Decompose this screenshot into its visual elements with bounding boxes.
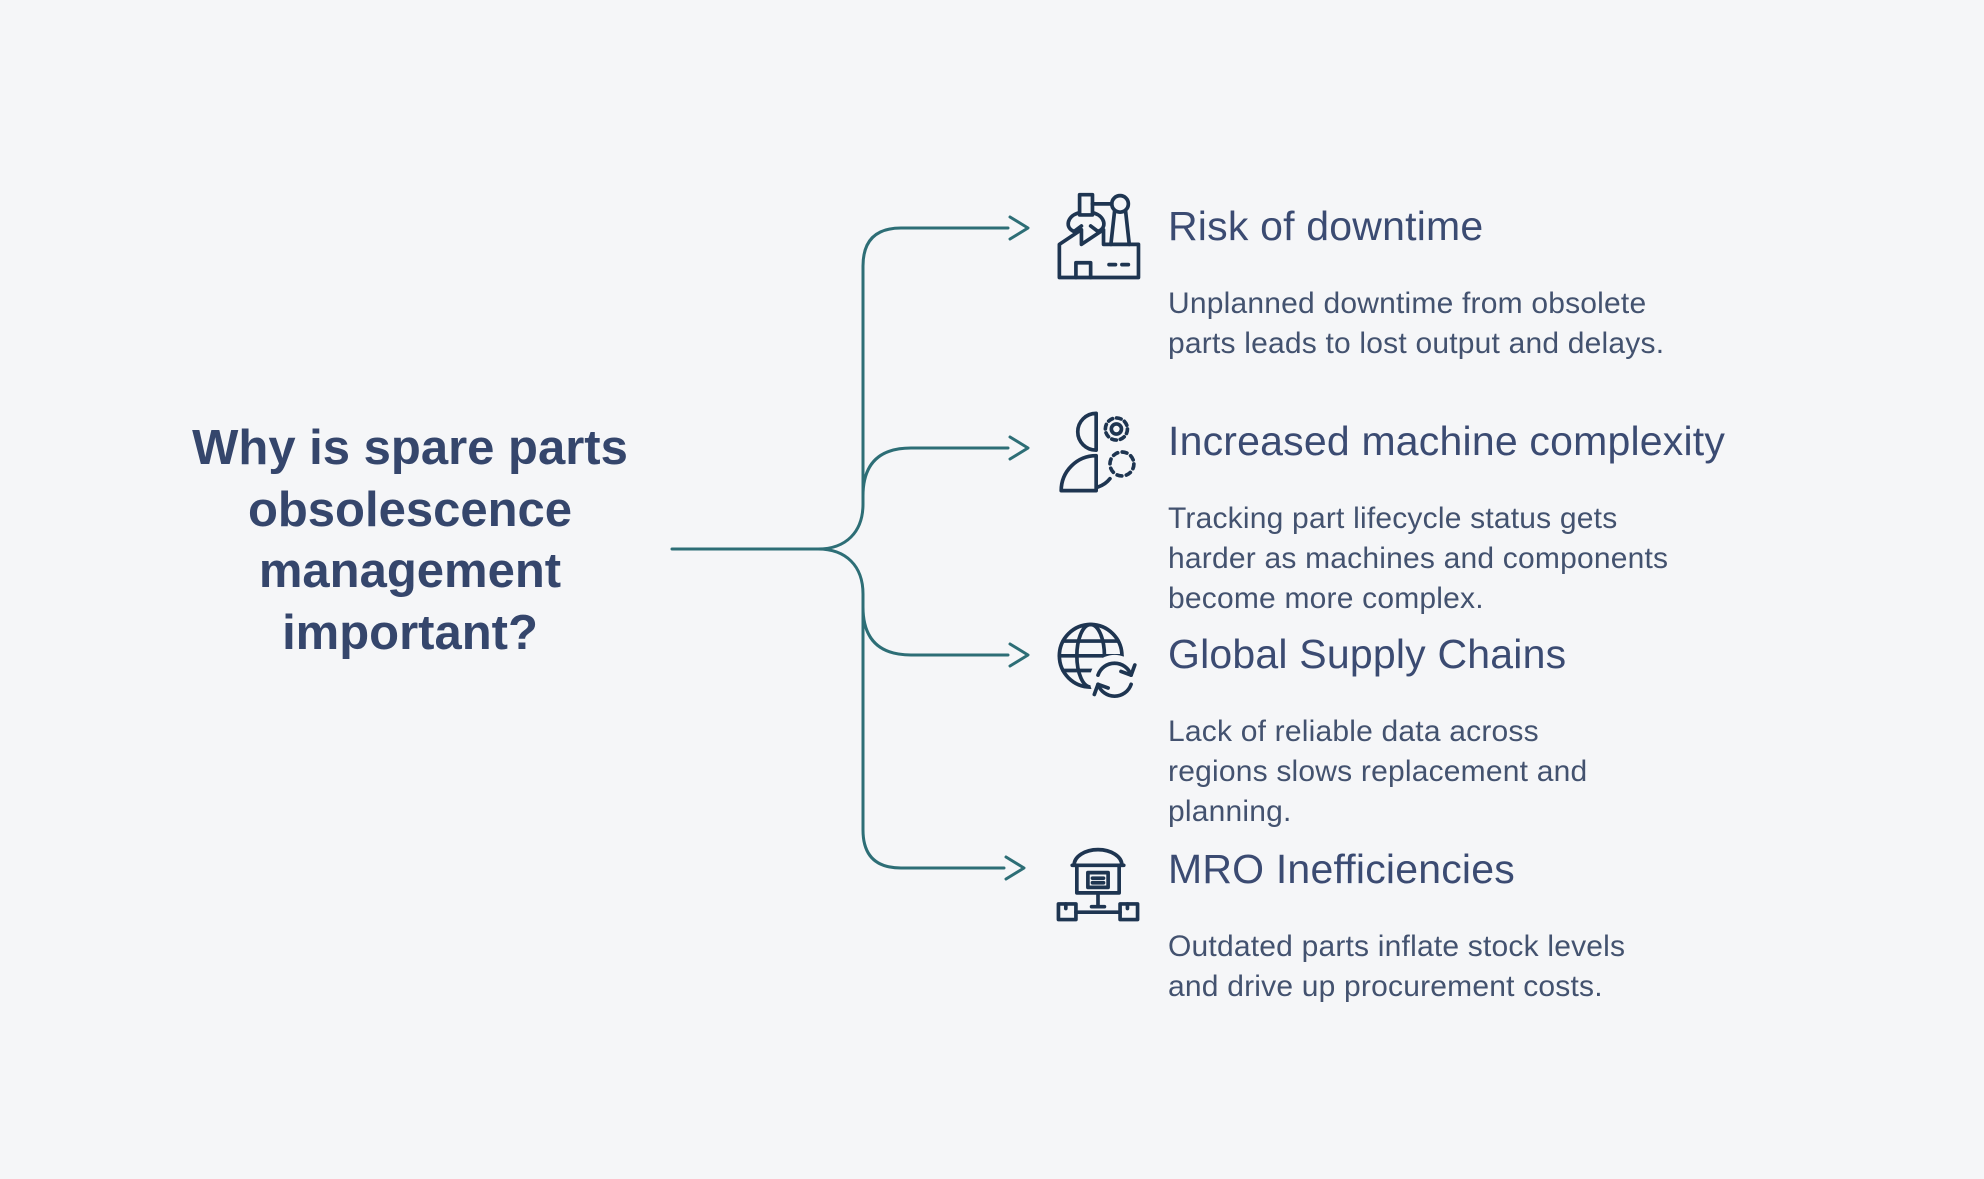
factory-robot-arm-icon — [1052, 191, 1144, 283]
person-gears-icon — [1052, 406, 1144, 498]
reason-description: Tracking part lifecycle status gets hard… — [1168, 502, 1669, 616]
warehouse-distribution-icon — [1052, 834, 1144, 926]
central-question: Why is spare parts obsolescence manageme… — [192, 421, 628, 661]
reason-title: Risk of downtime — [1168, 203, 1484, 249]
arrowhead-2 — [1008, 435, 1030, 461]
arrowhead-4 — [1004, 855, 1026, 881]
connector-branch-lower-mid — [861, 605, 1010, 657]
reason-item-mro-inefficiencies: MRO Inefficiencies Outdated parts inflat… — [1052, 828, 1812, 1007]
connector-branch-upper-mid — [861, 446, 1010, 498]
connector-branch-top — [816, 226, 1010, 551]
reason-item-global-supply-chains: Global Supply Chains Lack of reliable da… — [1052, 613, 1812, 833]
reason-item-risk-of-downtime: Risk of downtime Unplanned downtime from… — [1052, 185, 1812, 364]
arrowhead-1 — [1008, 215, 1030, 241]
reason-text-block: MRO Inefficiencies Outdated parts inflat… — [1168, 828, 1625, 1007]
reason-title: MRO Inefficiencies — [1168, 846, 1515, 892]
reason-description: Unplanned downtime from obsolete parts l… — [1168, 287, 1665, 361]
reason-text-block: Increased machine complexity Tracking pa… — [1168, 400, 1725, 620]
reason-text-block: Global Supply Chains Lack of reliable da… — [1168, 613, 1587, 833]
reason-title: Increased machine complexity — [1168, 418, 1726, 464]
globe-sync-icon — [1052, 619, 1144, 711]
reason-item-machine-complexity: Increased machine complexity Tracking pa… — [1052, 400, 1812, 620]
reason-description: Lack of reliable data across regions slo… — [1168, 715, 1588, 829]
reason-description: Outdated parts inflate stock levels and … — [1168, 930, 1626, 1004]
arrowhead-3 — [1008, 642, 1030, 668]
connector-branch-bottom — [816, 547, 1006, 870]
reason-text-block: Risk of downtime Unplanned downtime from… — [1168, 185, 1664, 364]
reason-title: Global Supply Chains — [1168, 631, 1567, 677]
